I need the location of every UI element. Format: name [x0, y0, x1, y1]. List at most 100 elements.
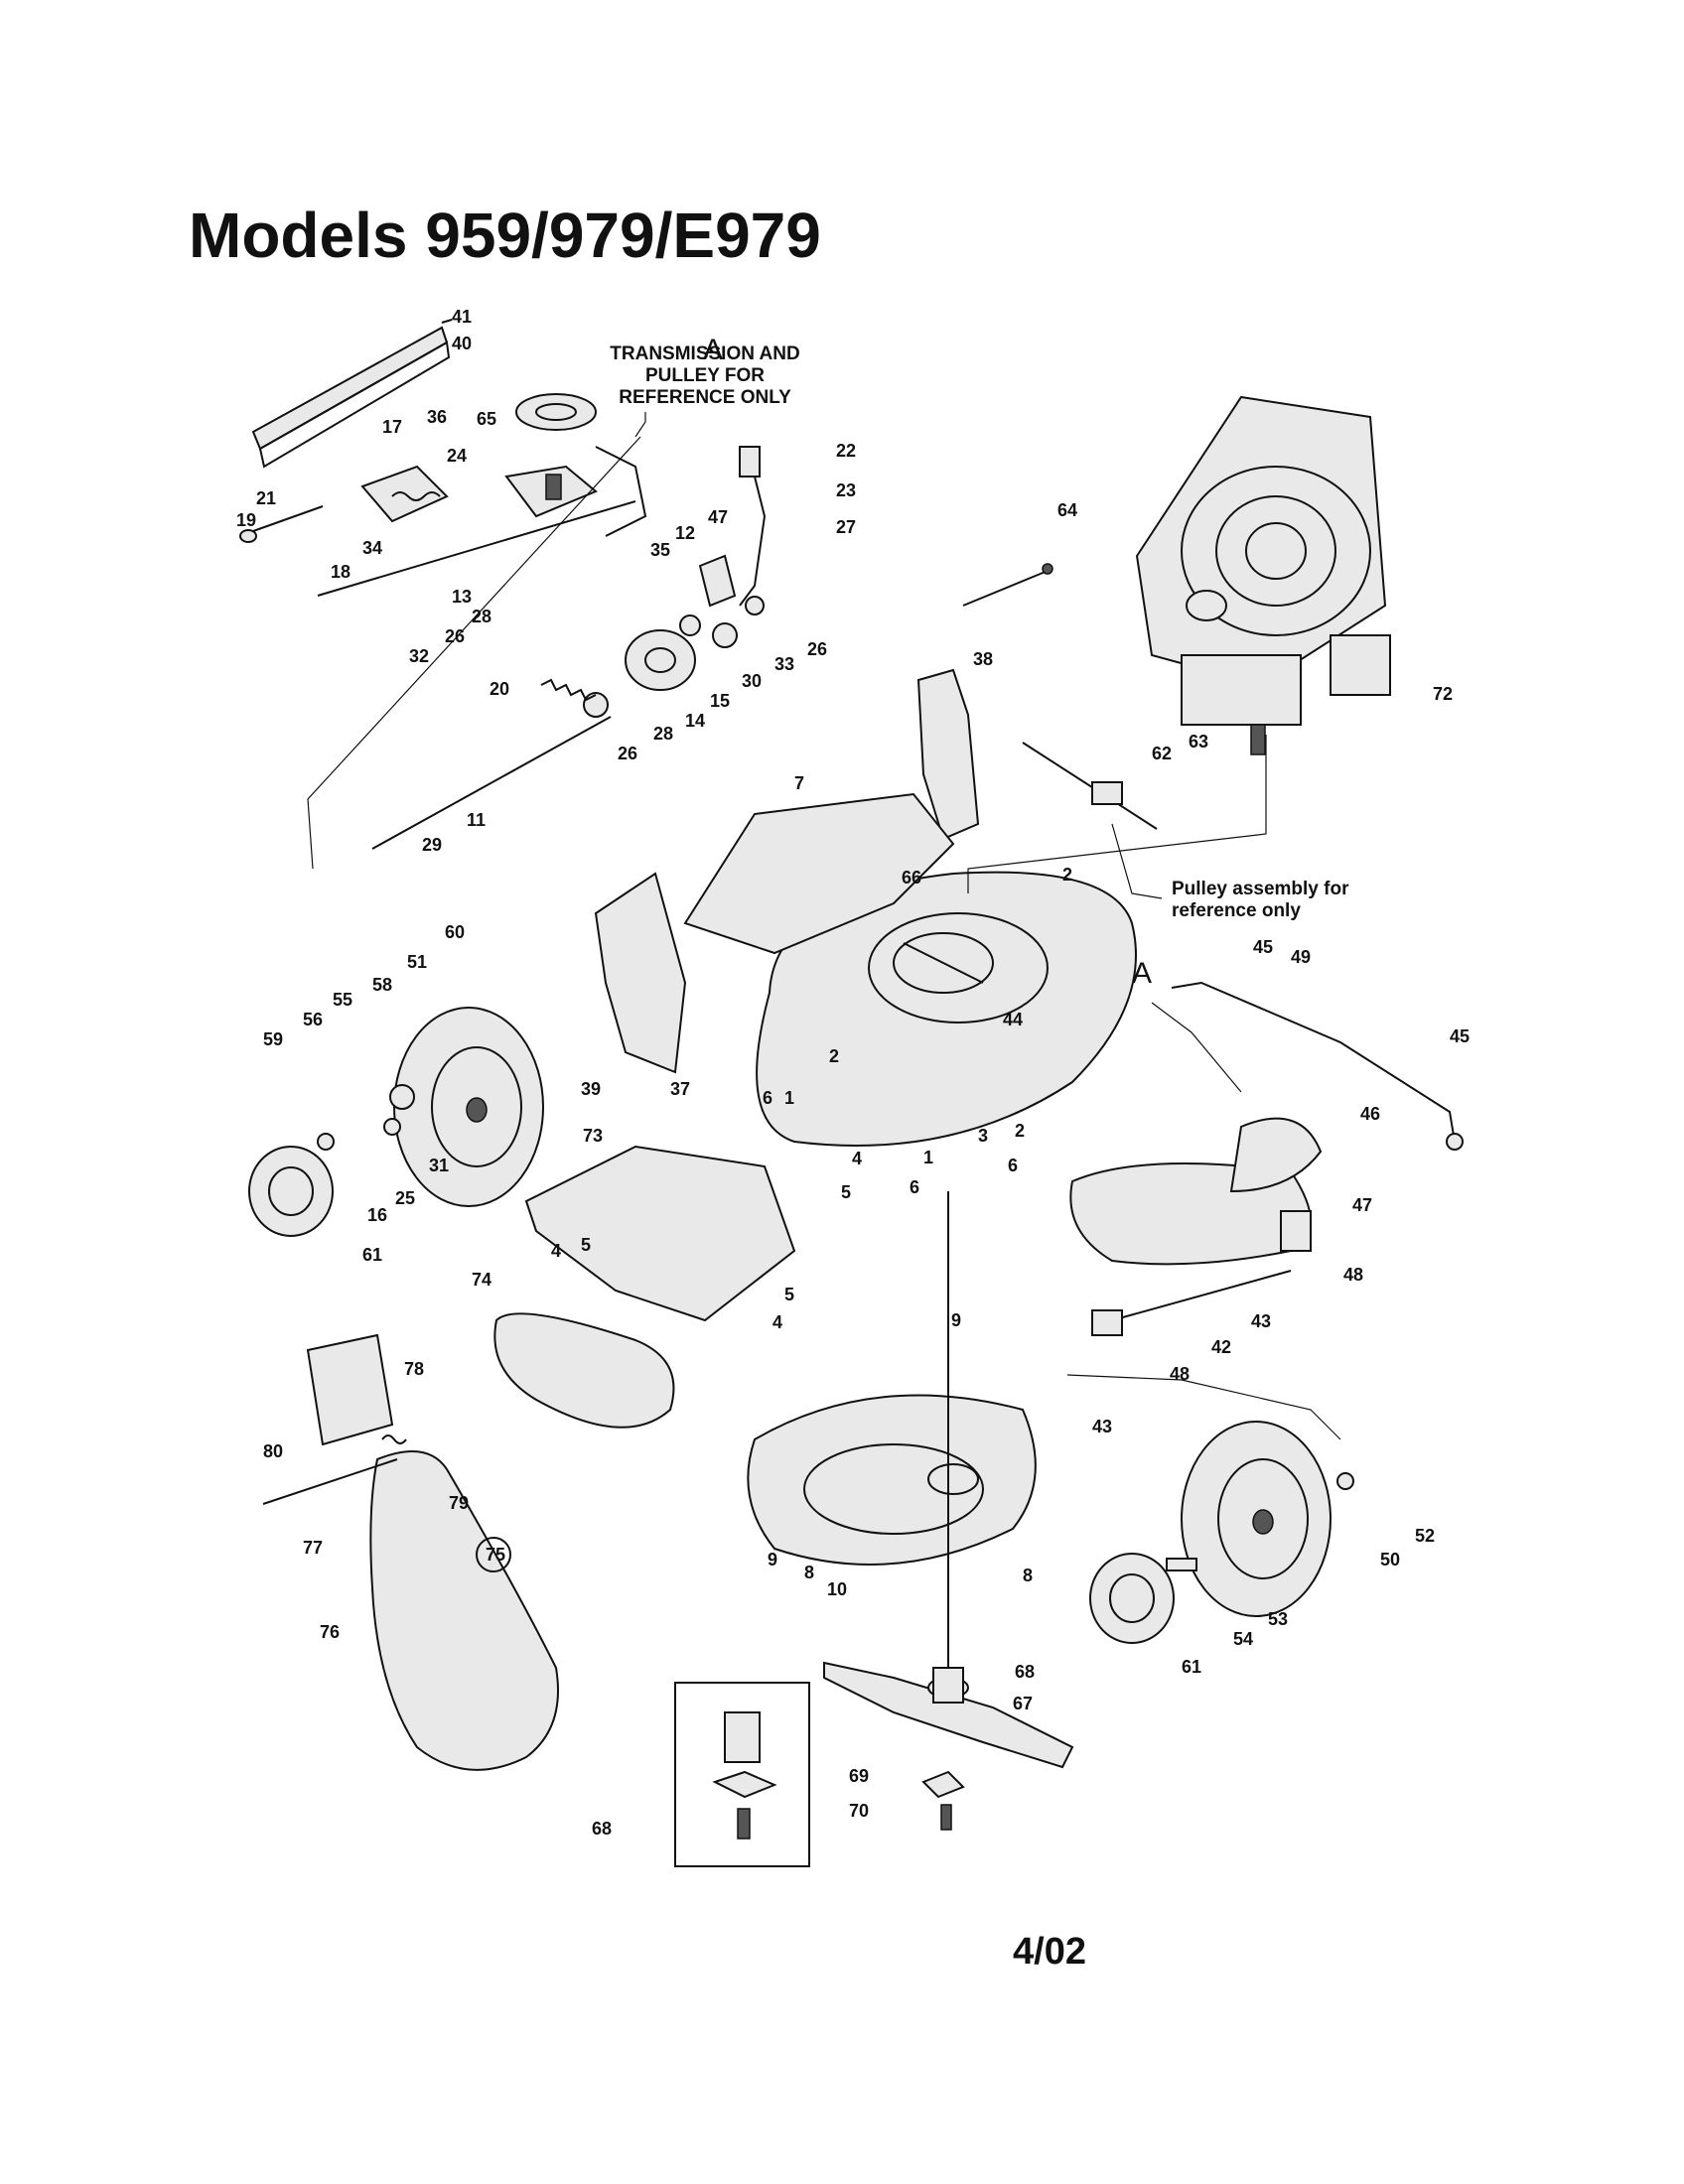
callout-label: 2 — [829, 1046, 839, 1066]
callout-label: 56 — [303, 1010, 323, 1029]
callout-label: 41 — [452, 307, 472, 327]
callout-label: 65 — [477, 409, 496, 429]
callout-label: 46 — [1360, 1104, 1380, 1124]
callout-label: 8 — [1023, 1566, 1033, 1585]
callout-label: 29 — [422, 835, 442, 855]
callout-label: 59 — [263, 1029, 283, 1049]
callout-label: 62 — [1152, 744, 1172, 763]
callout-label: 30 — [742, 671, 762, 691]
front-wheel-left — [393, 1007, 544, 1207]
callout-label: 63 — [1189, 732, 1208, 751]
callout-label: 10 — [827, 1579, 847, 1599]
callout-label: 15 — [710, 691, 730, 711]
callout-label: 5 — [784, 1285, 794, 1304]
callout-label: 6 — [1008, 1156, 1018, 1175]
rear-wheel-right — [1181, 1421, 1332, 1617]
callout-label: 51 — [407, 952, 427, 972]
callout-label: 78 — [404, 1359, 424, 1379]
callout-label: 31 — [429, 1156, 449, 1175]
callout-label: 4 — [551, 1241, 561, 1261]
callout-label: 28 — [472, 607, 491, 626]
callout-label: 24 — [447, 446, 467, 466]
callout-label: 11 — [467, 810, 486, 830]
callout-label: 47 — [1352, 1195, 1372, 1215]
callout-label: 20 — [490, 679, 509, 699]
callout-label: 75 — [486, 1545, 505, 1565]
callout-label: 5 — [841, 1182, 851, 1202]
engine — [1135, 395, 1391, 755]
callout-label: 66 — [902, 868, 921, 887]
callout-label: 2 — [1062, 865, 1072, 885]
callout-label: 69 — [849, 1766, 869, 1786]
callout-label: 68 — [1015, 1662, 1035, 1682]
callout-label: 6 — [910, 1177, 919, 1197]
callout-label: 35 — [650, 540, 670, 560]
callout-label: 7 — [794, 773, 804, 793]
callout-label: 50 — [1380, 1550, 1400, 1570]
callout-label: 80 — [263, 1441, 283, 1461]
callout-label: 16 — [367, 1205, 387, 1225]
callout-label: 14 — [685, 711, 705, 731]
callout-label: 1 — [784, 1088, 794, 1108]
callout-label: 37 — [670, 1079, 690, 1099]
callout-label: 72 — [1433, 684, 1453, 704]
drive-gear-hub — [625, 629, 696, 691]
callout-label: 45 — [1450, 1026, 1470, 1046]
callout-label: 48 — [1170, 1364, 1190, 1384]
callout-label: 47 — [708, 507, 728, 527]
callout-label: 49 — [1291, 947, 1311, 967]
callout-label: 54 — [1233, 1629, 1253, 1649]
callout-label: 34 — [362, 538, 382, 558]
callout-label: 76 — [320, 1622, 340, 1642]
callout-label: 26 — [618, 744, 637, 763]
callout-label: 52 — [1415, 1526, 1435, 1546]
callout-label: 39 — [581, 1079, 601, 1099]
pulley-note-line: Pulley assembly for — [1172, 879, 1349, 899]
callout-label: 55 — [333, 990, 352, 1010]
transmission-note: TRANSMISSION AND PULLEY FOR REFERENCE ON… — [586, 343, 824, 409]
callout-label: 17 — [382, 417, 402, 437]
callout-label: 23 — [836, 480, 856, 500]
reference-mark-a: A — [1132, 957, 1152, 990]
callout-label: 67 — [1013, 1694, 1033, 1713]
callout-label: 26 — [807, 639, 827, 659]
mower-deck — [683, 792, 1137, 1147]
transmission-note-line: REFERENCE ONLY — [619, 387, 791, 408]
callout-label: 1 — [923, 1148, 933, 1167]
callout-label: 58 — [372, 975, 392, 995]
callout-label: 2 — [1015, 1121, 1025, 1141]
callout-label: 26 — [445, 626, 465, 646]
callout-label: 9 — [768, 1550, 777, 1570]
transmission-assembly — [504, 393, 647, 537]
rear-baffle — [251, 319, 453, 469]
hubcap-right — [1089, 1553, 1175, 1644]
transmission-note-line: PULLEY FOR — [645, 365, 765, 386]
hubcap-left — [248, 1146, 334, 1237]
callout-label: 79 — [449, 1493, 469, 1513]
callout-label: 73 — [583, 1126, 603, 1146]
callout-label: 3 — [978, 1126, 988, 1146]
callout-label: 68 — [592, 1819, 612, 1839]
callout-label: 48 — [1343, 1265, 1363, 1285]
callout-label: 40 — [452, 334, 472, 353]
callout-label: 5 — [581, 1235, 591, 1255]
callout-label: 13 — [452, 587, 472, 607]
reference-mark-a: A — [703, 334, 723, 366]
callout-label: 70 — [849, 1801, 869, 1821]
callout-label: 22 — [836, 441, 856, 461]
callout-label: 38 — [973, 649, 993, 669]
pulley-note: Pulley assembly for reference only — [1172, 879, 1370, 922]
callout-label: 18 — [331, 562, 351, 582]
adapter-inset-box — [674, 1682, 810, 1867]
callout-label: 60 — [445, 922, 465, 942]
page-title: Models 959/979/E979 — [189, 200, 821, 271]
callout-label: 8 — [804, 1563, 814, 1582]
transmission-note-line: TRANSMISSION AND — [610, 343, 800, 364]
callout-label: 53 — [1268, 1609, 1288, 1629]
pivot-bracket — [360, 465, 449, 523]
callout-label: 25 — [395, 1188, 415, 1208]
callout-label: 21 — [256, 488, 276, 508]
callout-label: 61 — [1182, 1657, 1201, 1677]
